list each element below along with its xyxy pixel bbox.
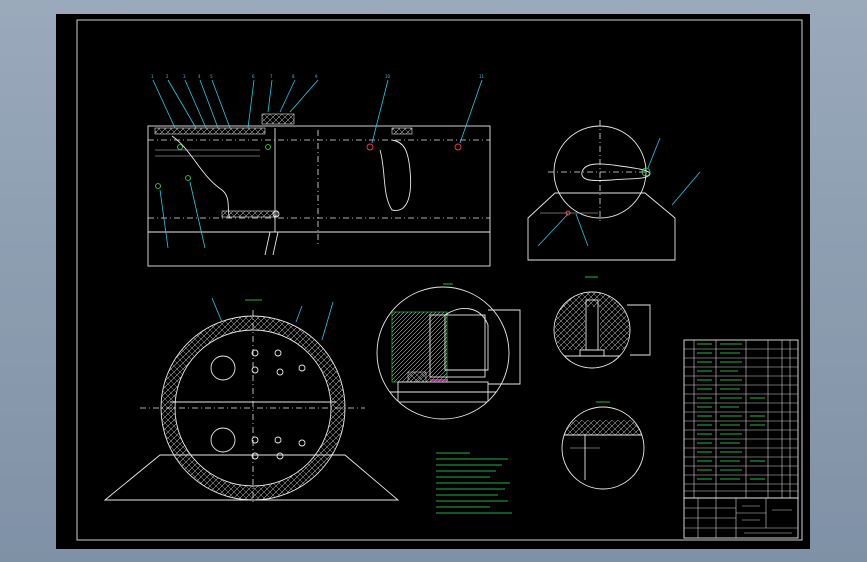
svg-text:3: 3 <box>183 74 186 79</box>
parts-list-table <box>683 339 799 499</box>
title-block <box>683 497 799 539</box>
svg-text:7: 7 <box>270 74 273 79</box>
svg-text:1: 1 <box>151 74 154 79</box>
svg-text:9: 9 <box>315 74 318 79</box>
technical-notes-block <box>436 452 512 514</box>
svg-text:11: 11 <box>479 74 485 79</box>
drawing-border <box>76 19 803 541</box>
svg-text:10: 10 <box>385 74 391 79</box>
side-end-view <box>527 120 701 261</box>
svg-text:4: 4 <box>198 74 201 79</box>
svg-text:6: 6 <box>252 74 255 79</box>
detail-view-1 <box>376 283 521 420</box>
cross-section-view <box>103 297 400 505</box>
detail-view-3 <box>561 401 645 490</box>
detail-view-2 <box>553 276 651 369</box>
svg-text:5: 5 <box>210 74 213 79</box>
svg-text:2: 2 <box>166 74 169 79</box>
svg-text:8: 8 <box>292 74 295 79</box>
front-section-view: 1 2 3 4 5 6 7 8 9 10 11 <box>147 74 491 267</box>
